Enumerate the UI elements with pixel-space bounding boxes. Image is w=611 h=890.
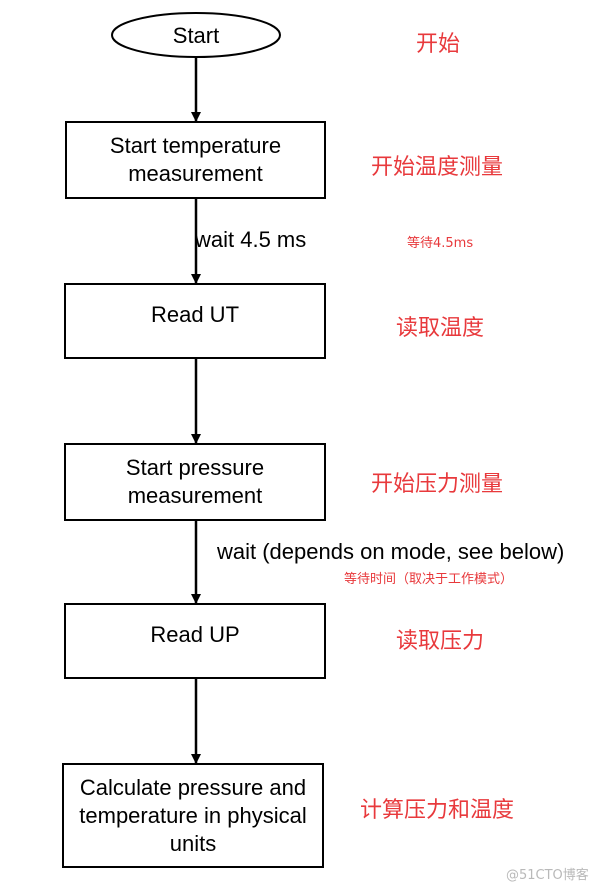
start-cn-label: 开始 <box>416 32 461 57</box>
step-start-temperature-line2: measurement <box>128 161 263 186</box>
step-start-pressure-box: Start pressure measurement <box>64 443 326 521</box>
wait-2-cn: 等待时间（取决于工作模式） <box>344 572 514 587</box>
step-start-temperature-cn: 开始温度测量 <box>371 155 504 180</box>
step-read-up-cn: 读取压力 <box>396 629 485 654</box>
step-read-up-box: Read UP <box>64 603 326 679</box>
step-start-pressure-line1: Start pressure <box>125 455 265 480</box>
step-read-ut-cn: 读取温度 <box>396 316 485 341</box>
step-start-temperature-line1: Start temperature <box>109 133 282 158</box>
step-start-pressure-cn: 开始压力测量 <box>371 472 504 497</box>
step-calculate-cn: 计算压力和温度 <box>360 798 515 823</box>
step-calculate-line1: Calculate pressure and <box>79 774 307 800</box>
start-terminal-label: Start <box>172 23 220 48</box>
step-read-ut-box: Read UT <box>64 283 326 359</box>
wait-1-cn: 等待4.5ms <box>407 236 474 251</box>
step-calculate-line2: temperature in physical <box>79 802 307 828</box>
step-read-ut-label: Read UT <box>150 302 240 327</box>
wait-2-label: wait (depends on mode, see below) <box>217 539 565 564</box>
step-start-temperature-box: Start temperature measurement <box>65 121 326 199</box>
step-read-up-label: Read UP <box>150 622 240 647</box>
step-calculate-box: Calculate pressure and temperature in ph… <box>62 763 324 868</box>
step-calculate-line3: units <box>169 830 217 856</box>
wait-1-label: wait 4.5 ms <box>195 227 307 252</box>
step-start-pressure-line2: measurement <box>127 483 263 508</box>
watermark: @51CTO博客 <box>506 868 589 883</box>
